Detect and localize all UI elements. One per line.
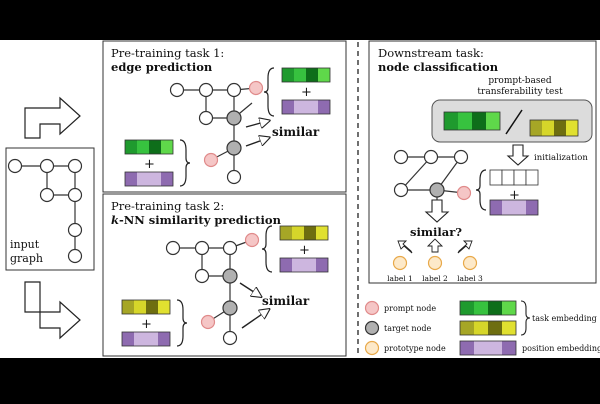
prototype-label-1: label 1 [387, 274, 413, 283]
prototype-node [464, 257, 477, 270]
similar-question-label: similar? [410, 225, 462, 239]
plus-sign: + [141, 317, 152, 332]
target-node [223, 301, 237, 315]
test-label-line1: prompt-based [488, 76, 552, 86]
target-node [223, 269, 237, 283]
task2-top-task-embedding [280, 226, 328, 240]
task2-left-task-embedding [122, 300, 170, 314]
legend-target-node-label: target node [384, 324, 432, 333]
task1-left-task-embedding [125, 140, 173, 154]
legend-position-embedding [460, 341, 516, 355]
task2-title-k: k [111, 213, 119, 227]
task2-title-rest: -NN similarity prediction [119, 213, 282, 227]
task2-title-line2: k-NN similarity prediction [111, 213, 282, 227]
task1-panel: Pre-training task 1: edge prediction [103, 41, 346, 192]
test-green-embedding [444, 112, 500, 130]
task2-top-position-embedding [280, 258, 328, 272]
graph-node [41, 189, 54, 202]
legend-prototype-node-icon [366, 342, 379, 355]
task1-top-position-embedding [282, 100, 330, 114]
legend-task-embedding-label: task embedding [532, 314, 597, 323]
graph-node [9, 160, 22, 173]
plus-sign: + [299, 243, 310, 258]
downstream-panel: Downstream task: node classification pro… [369, 41, 596, 283]
prototype-node [429, 257, 442, 270]
downstream-title-line1: Downstream task: [378, 46, 484, 60]
task2-panel: Pre-training task 2: k-NN similarity pre… [103, 194, 346, 356]
prompt-node [250, 82, 263, 95]
target-node [227, 141, 241, 155]
task1-left-position-embedding [125, 172, 173, 186]
test-label-line2: transferability test [477, 87, 563, 97]
prompt-node [246, 234, 259, 247]
graph-node [69, 250, 82, 263]
task2-left-position-embedding [122, 332, 170, 346]
task2-title-line1: Pre-training task 2: [111, 199, 224, 213]
task1-title-line1: Pre-training task 1: [111, 46, 224, 60]
downstream-title-line2: node classification [378, 60, 499, 74]
legend-prompt-node-icon [366, 302, 379, 315]
plus-sign: + [301, 85, 312, 100]
legend-prototype-node-label: prototype node [384, 344, 446, 353]
plus-sign: + [144, 157, 155, 172]
task1-similar-label: similar [272, 125, 320, 139]
legend-green-embedding [460, 301, 516, 315]
prototype-label-2: label 2 [422, 274, 448, 283]
legend-position-embedding-label: position embedding [522, 344, 600, 353]
legend-olive-embedding [460, 321, 516, 335]
prompt-node [202, 316, 215, 329]
prototype-label-3: label 3 [457, 274, 483, 283]
initialization-label: initialization [534, 153, 588, 163]
prototype-node [394, 257, 407, 270]
test-olive-embedding [530, 120, 578, 136]
graph-node [69, 160, 82, 173]
input-label-line1: input [10, 238, 40, 251]
downstream-position-embedding [490, 200, 538, 215]
graph-node [69, 224, 82, 237]
legend-prompt-node-label: prompt node [384, 304, 436, 313]
task2-similar-label: similar [262, 294, 310, 308]
input-graph-panel: input graph [6, 148, 94, 270]
target-node [227, 111, 241, 125]
graph-node [69, 189, 82, 202]
legend-target-node-icon [366, 322, 379, 335]
input-label-line2: graph [10, 252, 43, 265]
target-node [430, 183, 444, 197]
task1-title-line2: edge prediction [111, 60, 213, 74]
prompt-node [205, 154, 218, 167]
downstream-empty-task-embedding [490, 170, 538, 185]
prompt-node [458, 187, 471, 200]
task1-top-task-embedding [282, 68, 330, 82]
graph-node [41, 160, 54, 173]
